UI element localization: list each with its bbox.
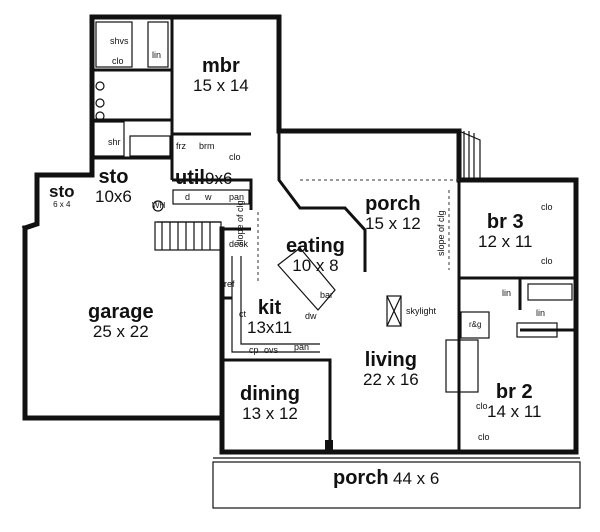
- room-name: porch: [365, 193, 421, 215]
- label-clo-br2-a: clo: [476, 401, 488, 411]
- label-frz: frz: [176, 141, 186, 151]
- label-clo-br3-b: clo: [541, 256, 553, 266]
- room-name: dining: [240, 383, 300, 405]
- room-kit: kit 13x11: [247, 298, 292, 337]
- room-living: living 22 x 16: [363, 350, 419, 389]
- room-dining: dining 13 x 12: [240, 384, 300, 423]
- room-mbr: mbr 15 x 14: [193, 56, 249, 95]
- label-bar: bar: [320, 290, 334, 300]
- label-pan-util: pan: [229, 192, 245, 202]
- label-clo-util: clo: [229, 152, 241, 162]
- room-size: 6 x 4: [53, 199, 71, 209]
- label-ovs: ovs: [264, 345, 279, 355]
- label-d: d: [185, 192, 191, 202]
- ceiling-slope-lines: [257, 179, 459, 282]
- room-garage: garage 25 x 22: [88, 302, 154, 341]
- room-name: br 3: [486, 211, 524, 233]
- room-br3: br 3 12 x 11: [478, 212, 533, 251]
- label-rg: r&g: [469, 320, 482, 329]
- room-size: 13 x 12: [242, 404, 298, 423]
- rear-porch-outline: [279, 130, 481, 180]
- room-size: 10x6: [95, 187, 132, 206]
- label-shvs: shvs: [110, 36, 129, 46]
- room-sto-small: sto 6 x 4: [49, 183, 75, 209]
- room-size: 10 x 8: [292, 256, 339, 275]
- label-skylight: skylight: [406, 306, 437, 316]
- label-lin-master: lin: [152, 50, 162, 60]
- room-size: 9x6: [205, 169, 233, 188]
- room-name: sto: [98, 166, 129, 188]
- interior-walls: [92, 17, 576, 452]
- room-name: sto: [49, 182, 75, 201]
- room-name: br 2: [495, 381, 533, 403]
- skylight-symbol: [386, 295, 402, 327]
- label-clo-br2-b: clo: [478, 432, 490, 442]
- label-desk: desk: [229, 239, 249, 249]
- label-ct: ct: [239, 309, 247, 319]
- label-ref: ref: [224, 279, 235, 289]
- room-name: util: [175, 167, 205, 189]
- label-dw: dw: [305, 311, 317, 321]
- room-porch-front: porch 44 x 6: [333, 468, 439, 489]
- label-brm: brm: [199, 141, 215, 151]
- front-porch: [212, 440, 581, 509]
- label-shr: shr: [108, 137, 121, 147]
- room-name: porch: [333, 467, 389, 489]
- label-lin-bath: lin: [502, 288, 512, 298]
- room-eating: eating 10 x 8: [286, 236, 345, 275]
- label-clo-br3-a: clo: [541, 202, 553, 212]
- label-pan-kit: pan: [294, 342, 310, 352]
- room-size: 22 x 16: [363, 370, 419, 389]
- room-size: 15 x 14: [193, 76, 249, 95]
- room-name: garage: [88, 301, 154, 323]
- room-name: kit: [257, 297, 282, 319]
- room-name: mbr: [201, 55, 240, 77]
- room-size: 12 x 11: [478, 232, 533, 251]
- label-wh: WH: [152, 201, 166, 210]
- label-clo-master: clo: [112, 56, 124, 66]
- label-cp: cp: [249, 345, 259, 355]
- label-lin-bath2: lin: [536, 308, 546, 318]
- room-size: 13x11: [247, 318, 293, 337]
- room-size: 15 x 12: [365, 214, 421, 233]
- room-name: living: [364, 349, 417, 371]
- label-slope-porch: slope of clg: [436, 210, 446, 256]
- room-util: util9x6: [175, 168, 232, 189]
- label-slope-kitchen: slope of clg: [235, 200, 245, 246]
- fixture-lines: [93, 21, 573, 393]
- room-name: eating: [286, 235, 345, 257]
- label-w: w: [205, 192, 212, 202]
- room-porch-rear: porch 15 x 12: [365, 194, 421, 233]
- room-br2: br 2 14 x 11: [487, 382, 542, 421]
- room-size: 14 x 11: [487, 402, 542, 421]
- garage-steps: [154, 221, 222, 251]
- room-sto-main: sto 10x6: [95, 167, 132, 206]
- room-size: 44 x 6: [393, 469, 440, 488]
- room-size: 25 x 22: [92, 322, 149, 341]
